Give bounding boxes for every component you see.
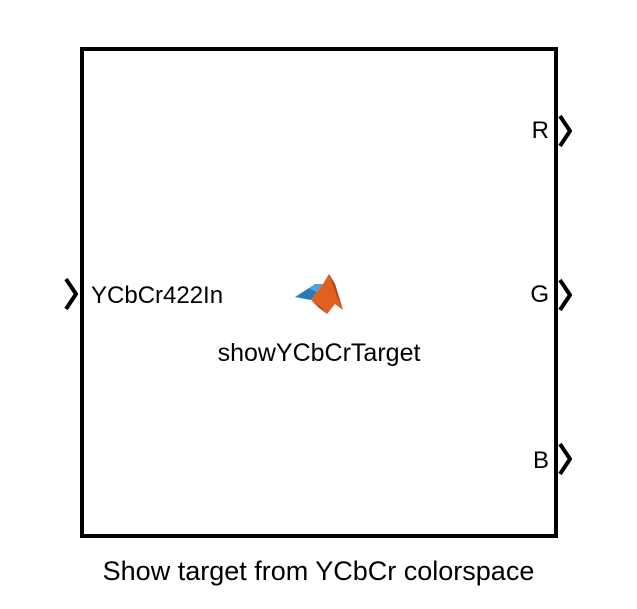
input-port-arrow[interactable] bbox=[64, 276, 78, 312]
function-name: showYCbCrTarget bbox=[217, 339, 421, 367]
block-caption: Show target from YCbCr colorspace bbox=[102, 556, 535, 586]
input-port-label: YCbCr422In bbox=[91, 282, 224, 309]
output-port-r-arrow[interactable] bbox=[558, 113, 572, 149]
output-port-r-label: R bbox=[531, 117, 549, 144]
output-port-b-label: B bbox=[532, 447, 549, 474]
output-port-g-arrow[interactable] bbox=[558, 277, 572, 313]
matlab-logo-icon bbox=[293, 270, 345, 320]
output-port-g-label: G bbox=[530, 281, 549, 308]
output-port-b-arrow[interactable] bbox=[558, 441, 572, 477]
